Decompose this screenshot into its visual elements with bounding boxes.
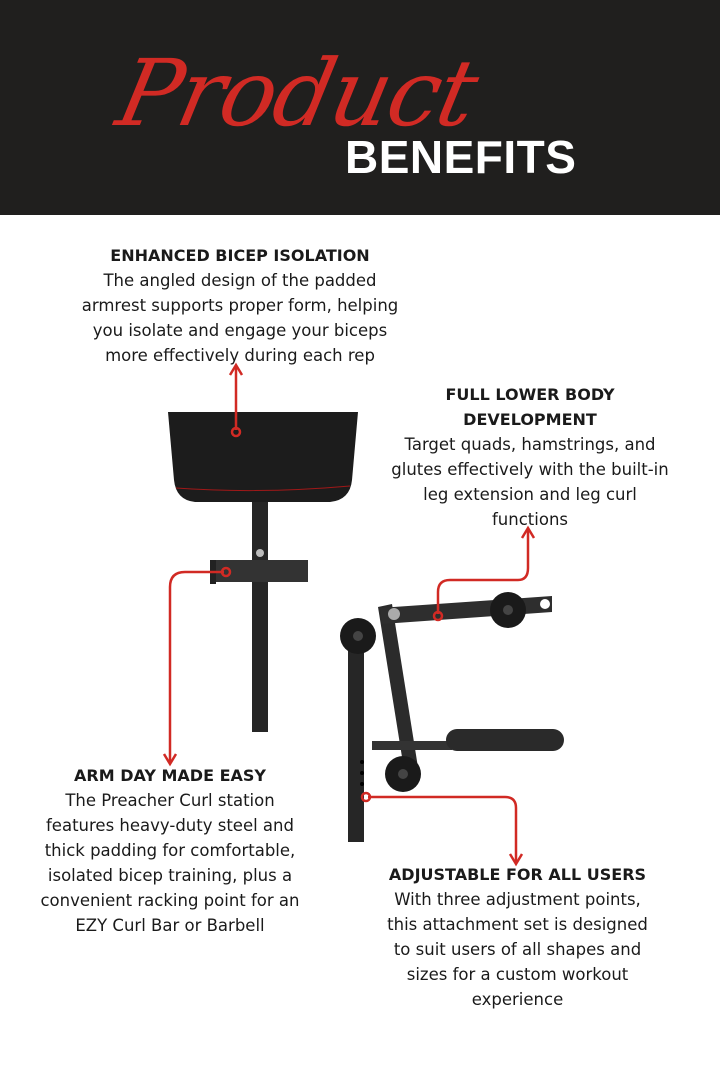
header-banner: Product BENEFITS [0, 0, 720, 215]
leg-attachment-image [340, 592, 564, 842]
feature-lower-body: FULL LOWER BODY DEVELOPMENT Target quads… [391, 385, 669, 529]
feature-title: ENHANCED BICEP ISOLATION [110, 246, 370, 265]
feature-arm-day: ARM DAY MADE EASY The Preacher Curl stat… [40, 766, 300, 935]
page-title: BENEFITS [345, 131, 577, 183]
feature-bicep-isolation: ENHANCED BICEP ISOLATION The angled desi… [60, 243, 420, 368]
callout-lines [162, 362, 536, 867]
preacher-pad-image [168, 412, 358, 732]
feature-adjustable: ADJUSTABLE FOR ALL USERS With three adju… [387, 865, 648, 1009]
